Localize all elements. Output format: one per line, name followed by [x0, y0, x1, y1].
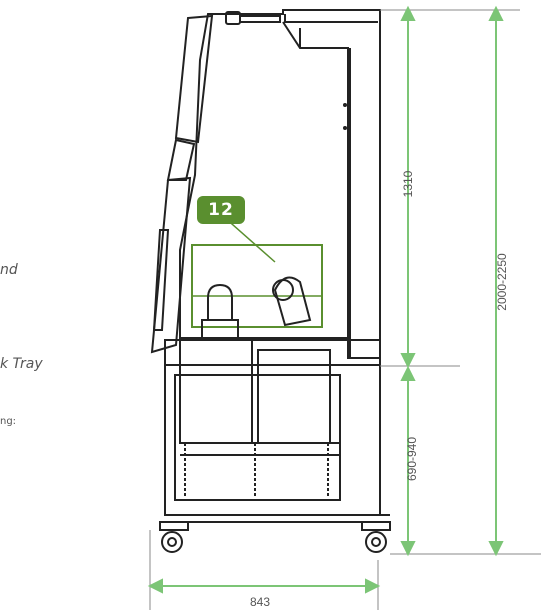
side-text-3: ng:: [0, 416, 17, 427]
highlight-box: [191, 244, 323, 328]
lower-base: [164, 339, 390, 523]
upper-cabinet: [179, 9, 381, 359]
side-text-1: nd: [0, 262, 18, 278]
dim-label-upper-height: 1310: [401, 170, 415, 198]
pipe-stub: [201, 283, 239, 339]
dim-label-total-height: 2000-2250: [495, 253, 509, 311]
front-window-panel: [150, 14, 214, 354]
castor-wheels: [159, 521, 391, 553]
dim-label-lower-height: 690-940: [405, 436, 419, 482]
dimension-arrows: [147, 5, 504, 594]
callout-badge: 12: [197, 196, 245, 224]
nozzle: [272, 276, 312, 327]
dim-label-depth: 843: [250, 595, 271, 609]
side-text-2: k Tray: [0, 356, 43, 372]
